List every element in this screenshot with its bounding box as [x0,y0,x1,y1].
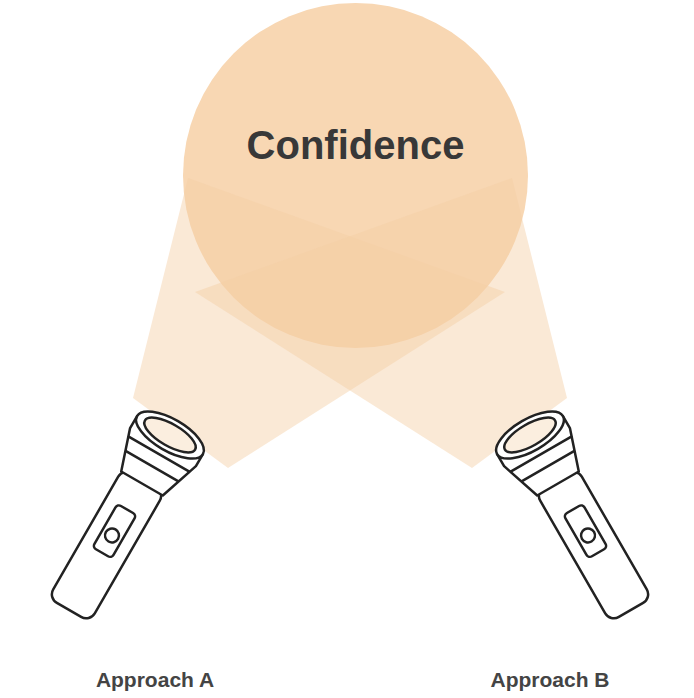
switch-button [578,526,597,545]
flashlight-outline [35,378,275,696]
flashlight-rim [129,402,211,468]
flashlight-rim [489,402,571,468]
flashlight-lens [139,411,200,459]
concept-label: Confidence [183,123,528,168]
confidence-circle [183,3,528,348]
approach-label: Approach B [430,668,670,692]
flashlight-switch [563,504,607,558]
flashlight-switch [92,504,136,558]
flashlight-lens [499,411,560,459]
flashlight-node: Approach B [430,378,670,696]
approach-label: Approach A [35,668,275,692]
flashlight-outline [430,378,670,696]
flashlight-symbol [489,402,664,629]
flashlight-body [48,468,165,622]
flashlight-node: Approach A [35,378,275,696]
switch-button [102,526,121,545]
flashlight-body [535,468,652,622]
flashlight-symbol [36,402,211,629]
